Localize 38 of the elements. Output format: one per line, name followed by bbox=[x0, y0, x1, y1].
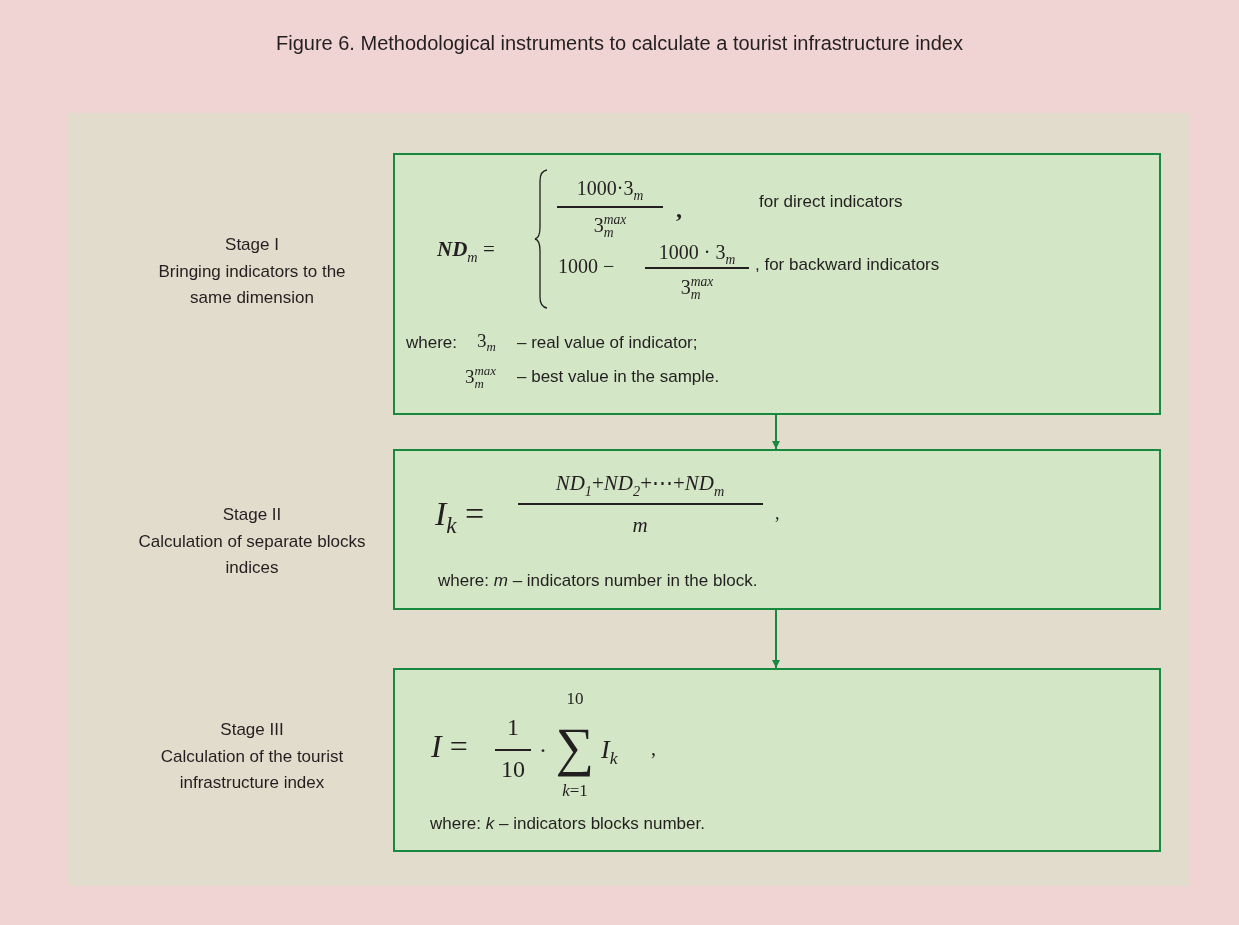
formula-box bbox=[393, 668, 1161, 852]
formula-text: I$_{k}$ bbox=[601, 735, 618, 765]
formula-text: 1000·3$_{m}$ bbox=[576, 177, 644, 199]
formula-text: k=1 bbox=[562, 781, 588, 801]
formula-text: I = bbox=[431, 729, 468, 765]
formula-box bbox=[393, 153, 1161, 415]
formula-text: , bbox=[651, 737, 656, 759]
formula-text: ND$_{m}$ = bbox=[437, 238, 495, 262]
formula-text: , bbox=[775, 504, 780, 524]
formula-text: · bbox=[539, 736, 547, 764]
note-text: for direct indicators bbox=[759, 192, 903, 212]
note-text: where: bbox=[406, 333, 458, 353]
arrow bbox=[772, 609, 780, 669]
stage-label: Stage II bbox=[221, 504, 283, 526]
stage-label: Calculation of separate blocks indices bbox=[137, 531, 367, 579]
formula-text: 10 bbox=[566, 689, 584, 709]
stage-label: Bringing indicators to the same dimension bbox=[157, 261, 347, 309]
note-text: where: k – indicators blocks number. bbox=[430, 814, 705, 834]
formula-text: I$_{k}$ = bbox=[435, 495, 485, 533]
formula-text: ∑ bbox=[555, 718, 595, 778]
formula-text: 1 bbox=[507, 713, 519, 741]
formula-text: 10 bbox=[501, 755, 525, 783]
note-text: where: m – indicators number in the block. bbox=[438, 571, 758, 591]
formula-text: 1000 · 3$_{m}$ bbox=[658, 241, 736, 263]
note-text: – real value of indicator; bbox=[517, 333, 698, 353]
stage-label: Stage I bbox=[224, 234, 280, 256]
formula-text: 1000 − bbox=[558, 255, 615, 277]
note-text: , for backward indicators bbox=[755, 255, 940, 275]
formula-text: 3$_{m}$ bbox=[477, 330, 496, 352]
formula-text: ND$_{1}$+ND$_{2}$+⋯+ND$_{m}$ bbox=[555, 472, 725, 496]
stage-label: Stage III bbox=[219, 719, 285, 741]
stage-label: Calculation of the tourist infrastructure index bbox=[159, 746, 345, 794]
note-text: – best value in the sample. bbox=[517, 367, 720, 387]
formula-box bbox=[393, 449, 1161, 610]
formula-text: , bbox=[676, 195, 682, 223]
formula-text: m bbox=[632, 514, 648, 538]
arrow bbox=[772, 414, 780, 450]
figure-title: Figure 6. Methodological instruments to calculate a tourist infrastructure index bbox=[275, 32, 964, 55]
